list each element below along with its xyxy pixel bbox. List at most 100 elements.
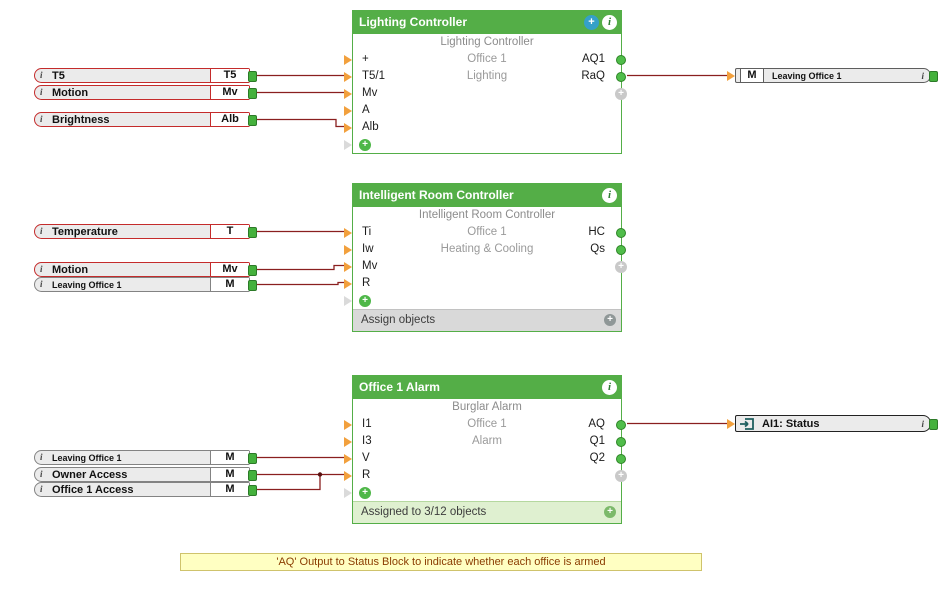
input-connector-icon[interactable] bbox=[344, 436, 352, 447]
input-ref-brightness[interactable]: i Brightness Alb bbox=[34, 112, 257, 127]
output-connector[interactable] bbox=[248, 87, 257, 99]
input-label: R bbox=[362, 469, 371, 481]
output-label: Q1 bbox=[589, 435, 605, 447]
add-input-icon[interactable]: + bbox=[359, 486, 371, 499]
input-connector-icon[interactable] bbox=[344, 244, 352, 255]
input-ref-office1-access[interactable]: i Office 1 Access M bbox=[34, 482, 257, 497]
info-icon[interactable]: i bbox=[602, 15, 617, 30]
info-icon: i bbox=[40, 452, 43, 462]
add-output-icon[interactable]: + bbox=[615, 87, 627, 100]
input-ref-motion-top[interactable]: i Motion Mv bbox=[34, 85, 257, 100]
output-connector[interactable] bbox=[248, 70, 257, 82]
add-output-icon[interactable]: + bbox=[615, 260, 627, 273]
output-connector[interactable] bbox=[616, 437, 626, 447]
input-ref-tag: T5 bbox=[210, 69, 249, 82]
input-ref-owner-access[interactable]: i Owner Access M bbox=[34, 467, 257, 482]
comment-note[interactable]: 'AQ' Output to Status Block to indicate … bbox=[180, 553, 702, 571]
output-connector[interactable] bbox=[248, 279, 257, 291]
output-connector[interactable] bbox=[248, 484, 257, 496]
add-input-row: + bbox=[344, 484, 621, 501]
input-connector-icon[interactable] bbox=[344, 122, 352, 133]
info-icon[interactable]: i bbox=[602, 188, 617, 203]
input-ref-label: Leaving Office 1 bbox=[52, 452, 122, 463]
input-label: A bbox=[362, 104, 370, 116]
info-icon: i bbox=[40, 87, 43, 97]
input-ref-leaving-office-bot[interactable]: i Leaving Office 1 M bbox=[34, 450, 257, 465]
wire-brightness[interactable] bbox=[257, 118, 344, 128]
input-connector-icon[interactable] bbox=[727, 70, 735, 81]
block-room-label: Office 1 bbox=[467, 226, 507, 238]
output-connector[interactable] bbox=[616, 420, 626, 430]
input-ref-t5[interactable]: i T5 T5 bbox=[34, 68, 257, 83]
output-connector[interactable] bbox=[616, 245, 626, 255]
info-icon: i bbox=[40, 114, 43, 124]
input-connector-icon[interactable] bbox=[344, 88, 352, 99]
input-ref-label: T5 bbox=[52, 69, 65, 82]
add-output-icon[interactable]: + bbox=[615, 469, 627, 482]
status-ref-ai1[interactable]: AI1: Status i bbox=[727, 415, 938, 432]
io-row: Alb bbox=[344, 119, 621, 136]
add-input-icon[interactable]: + bbox=[359, 294, 371, 307]
output-connector[interactable] bbox=[248, 114, 257, 126]
output-connector[interactable] bbox=[248, 264, 257, 276]
wire-office-access[interactable] bbox=[257, 474, 321, 491]
input-ref-tag: M bbox=[210, 483, 249, 496]
wire-motion-mid[interactable] bbox=[257, 264, 344, 271]
input-connector-icon[interactable] bbox=[344, 278, 352, 289]
output-connector[interactable] bbox=[248, 469, 257, 481]
output-connector[interactable] bbox=[929, 418, 938, 430]
output-connector[interactable] bbox=[616, 454, 626, 464]
block-room-label: Office 1 bbox=[467, 53, 507, 65]
memory-flag-leaving-office[interactable]: M Leaving Office 1 i bbox=[727, 68, 938, 83]
function-block-lighting-controller[interactable]: Lighting Controller + i Lighting Control… bbox=[344, 10, 627, 154]
output-connector[interactable] bbox=[248, 226, 257, 238]
input-ref-label: Motion bbox=[52, 263, 89, 276]
input-ref-tag: Mv bbox=[210, 263, 249, 276]
output-connector[interactable] bbox=[248, 452, 257, 464]
input-ref-tag: M bbox=[210, 468, 249, 481]
assign-icon[interactable]: + bbox=[604, 314, 616, 326]
input-label: Ti bbox=[362, 226, 372, 238]
input-ref-temperature[interactable]: i Temperature T bbox=[34, 224, 257, 239]
input-connector-icon[interactable] bbox=[727, 418, 735, 429]
block-header: Office 1 Alarm i bbox=[353, 376, 621, 399]
input-connector-icon[interactable] bbox=[344, 227, 352, 238]
output-connector[interactable] bbox=[616, 55, 626, 65]
output-label: HC bbox=[588, 226, 605, 238]
wire-leaving-mid[interactable] bbox=[257, 281, 344, 286]
input-connector-icon[interactable] bbox=[344, 261, 352, 272]
io-row: Ti Office 1 HC bbox=[344, 224, 626, 241]
assigned-objects-label: Assigned to 3/12 objects bbox=[361, 506, 487, 518]
info-icon: i bbox=[40, 264, 43, 274]
info-icon: i bbox=[40, 70, 43, 80]
info-icon: i bbox=[40, 226, 43, 236]
input-ref-leaving-office-mid[interactable]: i Leaving Office 1 M bbox=[34, 277, 257, 292]
input-ref-tag: Mv bbox=[210, 86, 249, 99]
input-connector-icon[interactable] bbox=[344, 54, 352, 65]
input-ref-motion-mid[interactable]: i Motion Mv bbox=[34, 262, 257, 277]
operating-modes-icon[interactable]: + bbox=[584, 15, 599, 30]
assign-objects-bar[interactable]: Assign objects + bbox=[353, 309, 621, 331]
output-connector[interactable] bbox=[616, 228, 626, 238]
input-connector-icon[interactable] bbox=[344, 419, 352, 430]
block-category-label: Lighting bbox=[466, 70, 508, 82]
output-label: Q2 bbox=[589, 452, 605, 464]
block-category-label: Heating & Cooling bbox=[440, 243, 534, 255]
add-input-icon[interactable]: + bbox=[359, 138, 371, 151]
function-block-office1-alarm[interactable]: Office 1 Alarm i Burglar Alarm I1 Office… bbox=[344, 375, 627, 524]
input-connector-icon[interactable] bbox=[344, 470, 352, 481]
output-connector[interactable] bbox=[616, 72, 626, 82]
output-connector[interactable] bbox=[929, 70, 938, 82]
function-block-room-controller[interactable]: Intelligent Room Controller i Intelligen… bbox=[344, 183, 627, 332]
input-connector-icon[interactable] bbox=[344, 453, 352, 464]
io-row: I3 Alarm Q1 bbox=[344, 433, 626, 450]
block-title: Office 1 Alarm bbox=[359, 380, 440, 394]
output-label: AQ bbox=[588, 418, 605, 430]
input-connector-icon[interactable] bbox=[344, 71, 352, 82]
assign-icon[interactable]: + bbox=[604, 506, 616, 518]
info-icon[interactable]: i bbox=[602, 380, 617, 395]
assigned-objects-bar[interactable]: Assigned to 3/12 objects + bbox=[353, 501, 621, 523]
input-connector-icon[interactable] bbox=[344, 105, 352, 116]
input-label: V bbox=[362, 452, 370, 464]
